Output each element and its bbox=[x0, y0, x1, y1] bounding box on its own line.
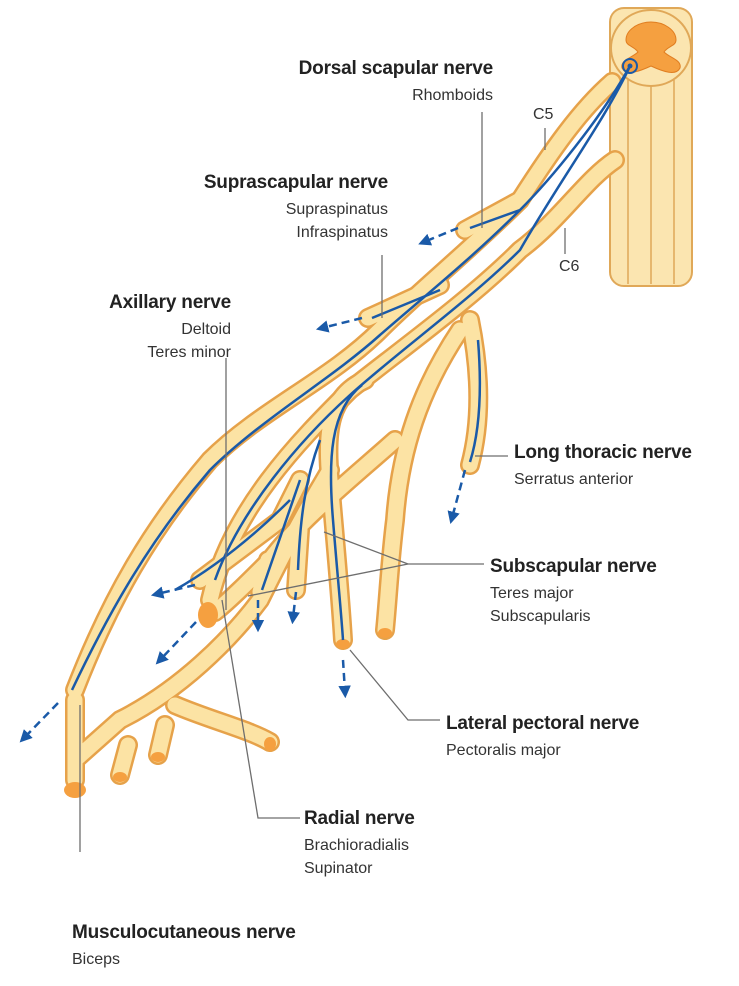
dorsal-scapular-nerve-name: Dorsal scapular nerve bbox=[299, 58, 493, 81]
arrow-axillary bbox=[157, 585, 195, 594]
radial-muscle-2: Supinator bbox=[304, 859, 415, 878]
long-thoracic-nerve-name: Long thoracic nerve bbox=[514, 442, 692, 465]
musculocutaneous-nerve-name: Musculocutaneous nerve bbox=[72, 922, 296, 945]
arrow-radial bbox=[160, 622, 196, 660]
radial-label: Radial nerve Brachioradialis Supinator bbox=[304, 808, 415, 878]
suprascapular-label: Suprascapular nerve Supraspinatus Infras… bbox=[204, 172, 388, 242]
arrow-long-thoracic bbox=[452, 470, 465, 518]
lateral-pectoral-nerve-name: Lateral pectoral nerve bbox=[446, 713, 639, 736]
musculocutaneous-label: Musculocutaneous nerve Biceps bbox=[72, 922, 296, 969]
subscapular-label: Subscapular nerve Teres major Subscapula… bbox=[490, 556, 657, 626]
axillary-nerve-name: Axillary nerve bbox=[109, 292, 231, 315]
arrow-musculocutaneous bbox=[24, 703, 58, 738]
arrow-suprascapular bbox=[322, 318, 362, 328]
subscapular-muscle-2: Subscapularis bbox=[490, 607, 657, 626]
musculocutaneous-muscle-1: Biceps bbox=[72, 950, 296, 969]
spinal-cord bbox=[610, 8, 692, 286]
arrow-dorsal-scapular bbox=[424, 228, 458, 242]
suprascapular-muscle-1: Supraspinatus bbox=[204, 200, 388, 219]
axillary-muscle-2: Teres minor bbox=[109, 343, 231, 362]
axillary-label: Axillary nerve Deltoid Teres minor bbox=[109, 292, 231, 362]
c5-label: C5 bbox=[533, 106, 553, 124]
dorsal-scapular-label: Dorsal scapular nerve Rhomboids bbox=[299, 58, 493, 105]
arrow-lateral-pectoral bbox=[343, 660, 345, 692]
subscapular-nerve-name: Subscapular nerve bbox=[490, 556, 657, 579]
long-thoracic-label: Long thoracic nerve Serratus anterior bbox=[514, 442, 692, 489]
lateral-pectoral-muscle-1: Pectoralis major bbox=[446, 741, 639, 760]
long-thoracic-muscle-1: Serratus anterior bbox=[514, 470, 692, 489]
axillary-muscle-1: Deltoid bbox=[109, 320, 231, 339]
radial-muscle-1: Brachioradialis bbox=[304, 836, 415, 855]
dorsal-scapular-muscle-1: Rhomboids bbox=[299, 86, 493, 105]
lateral-pectoral-label: Lateral pectoral nerve Pectoralis major bbox=[446, 713, 639, 760]
c6-label: C6 bbox=[559, 258, 579, 276]
radial-nerve-name: Radial nerve bbox=[304, 808, 415, 831]
suprascapular-muscle-2: Infraspinatus bbox=[204, 223, 388, 242]
subscapular-muscle-1: Teres major bbox=[490, 584, 657, 603]
suprascapular-nerve-name: Suprascapular nerve bbox=[204, 172, 388, 195]
